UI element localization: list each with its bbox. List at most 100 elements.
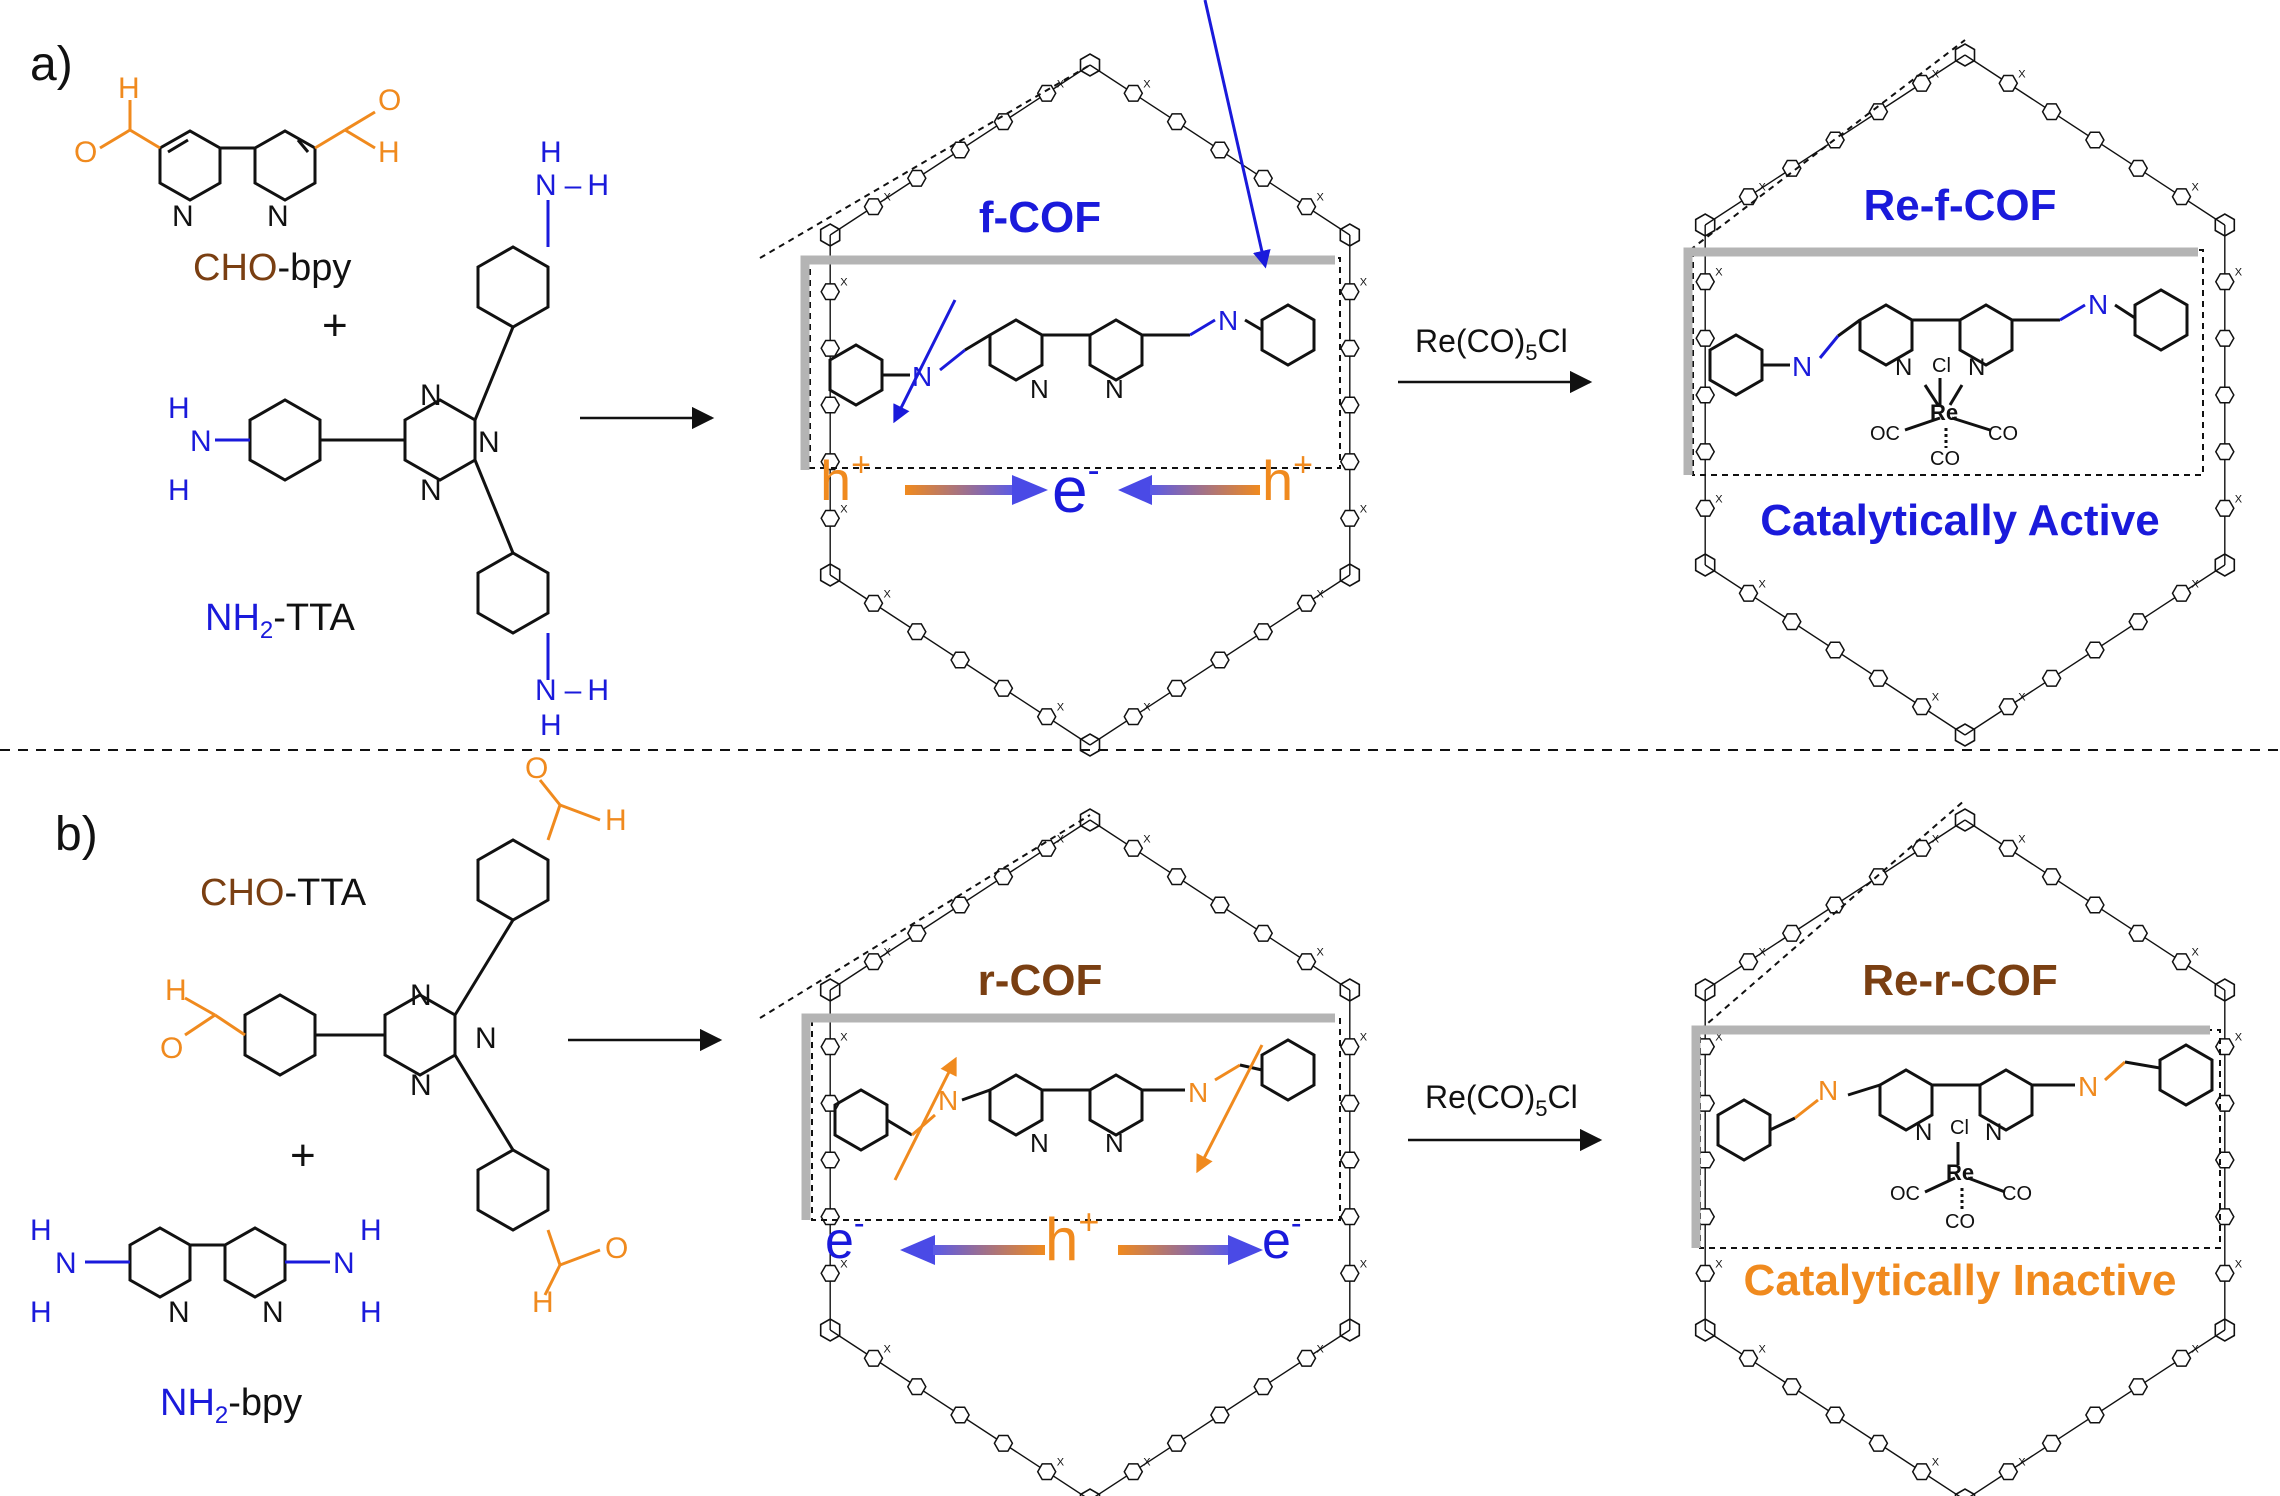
f-cof-hole-left: h+ (820, 446, 871, 512)
linkage-x-label: X (1932, 68, 1940, 80)
framework-ring (1825, 641, 1845, 659)
framework-ring (1123, 84, 1144, 102)
framework-ring (1339, 1094, 1360, 1112)
framework-ring (1123, 708, 1144, 726)
framework-ring (2085, 131, 2105, 149)
re-r-cof-imine-n-right: N (2078, 1071, 2098, 1102)
framework-ring (1296, 1349, 1317, 1367)
linkage-x-label: X (1143, 702, 1151, 714)
re-f-cof-imine-n-left: N (1792, 351, 1812, 382)
re-r-cof-linker (1716, 1043, 2214, 1210)
linkage-x-label: X (1057, 833, 1065, 845)
framework-ring (1253, 169, 1274, 187)
plus-sign-a: + (322, 301, 348, 350)
framework-ring (820, 1038, 841, 1056)
linkage-x-label: X (1759, 947, 1767, 959)
framework-ring (1695, 499, 1716, 517)
re-f-cof-linker (1708, 288, 2189, 448)
linkage-x-label: X (1057, 702, 1065, 714)
f-cof-dipole-left (893, 299, 957, 424)
cho-tta-n-2: N (475, 1022, 497, 1055)
linkage-x-label: X (1143, 78, 1151, 90)
f-cof-transfer-head-right (1118, 475, 1152, 505)
framework-ring (2128, 159, 2149, 177)
tta-n-2: N (478, 426, 500, 459)
re-f-cof-co-bottom: CO (1930, 448, 1960, 470)
linkage-x-label: X (2192, 1343, 2200, 1355)
framework-ring (993, 868, 1014, 886)
nh2-bpy-amine-left-h1: H (30, 1214, 52, 1247)
framework-ring (2171, 584, 2192, 602)
framework-ring (2128, 1378, 2149, 1396)
framework-ring (1253, 924, 1274, 942)
framework-ring (2085, 896, 2105, 914)
cho-tta-o-bottom: O (605, 1232, 628, 1265)
framework-ring (1911, 839, 1932, 857)
framework-ring (906, 623, 927, 641)
nh2-bpy-n-right: N (262, 1296, 284, 1329)
framework-ring (1781, 613, 1802, 631)
cho-tta-n-3: N (410, 1069, 432, 1102)
framework-ring (820, 339, 841, 357)
linkage-x-label: X (884, 588, 892, 600)
framework-ring (1339, 339, 1360, 357)
framework-ring (1998, 74, 2019, 92)
framework-ring (1998, 698, 2019, 716)
tta-amine-bottom: N–H (535, 674, 609, 707)
cho-tta-structure (184, 779, 601, 1296)
r-cof-pyr-n-left: N (1030, 1128, 1049, 1158)
cho-tta-h-left: H (165, 974, 187, 1007)
framework-ring (1781, 1378, 1802, 1396)
re-f-cof-title: Re-f-COF (1863, 181, 2056, 230)
framework-ring (993, 1434, 1014, 1452)
framework-ring (1166, 113, 1187, 131)
zoom-guide-a1 (759, 64, 1091, 259)
framework-ring (2214, 329, 2235, 347)
framework-ring (2041, 669, 2062, 687)
cho-tta-name: CHO-TTA (200, 872, 367, 914)
activity-label-a: Catalytically Active (1760, 496, 2159, 545)
framework-ring (820, 283, 841, 301)
triazine-node (2214, 1318, 2236, 1342)
framework-ring (1253, 623, 1274, 641)
triazine-node (1339, 563, 1361, 587)
framework-ring (1738, 953, 1759, 971)
linkage-x-label: X (1715, 493, 1723, 505)
cho-tta-o-left: O (160, 1032, 183, 1065)
linkage-x-label: X (2018, 833, 2026, 845)
framework-ring (993, 679, 1014, 697)
framework-ring (2085, 1406, 2105, 1424)
r-cof-dipole-right (1196, 1044, 1264, 1174)
r-cof-transfer-arrow-left (933, 1245, 1045, 1255)
cho-bpy-o-right: O (378, 84, 401, 117)
nh2-bpy-n-left: N (168, 1296, 190, 1329)
framework-ring (2214, 499, 2235, 517)
re-f-cof-imine-n-right: N (2088, 289, 2108, 320)
linkage-x-label: X (1057, 78, 1065, 90)
framework-ring (2171, 188, 2192, 206)
framework-ring (906, 924, 927, 942)
linkage-x-label: X (2235, 1032, 2243, 1044)
framework-ring (1339, 1208, 1360, 1226)
framework-ring (820, 1151, 841, 1169)
re-r-cof-cl: Cl (1950, 1117, 1969, 1139)
framework-ring (993, 113, 1014, 131)
framework-ring (1339, 1264, 1360, 1282)
framework-ring (2214, 1151, 2235, 1169)
f-cof-imine-n-right: N (1218, 305, 1238, 336)
nh2-bpy-amine-right-h1: H (360, 1214, 382, 1247)
r-cof-transfer-arrow-right (1118, 1245, 1230, 1255)
activity-label-b: Catalytically Inactive (1744, 1256, 2177, 1305)
triazine-node (1339, 1318, 1361, 1342)
framework-ring (950, 896, 970, 914)
nh2-tta-structure (215, 200, 550, 680)
framework-ring (2214, 1038, 2235, 1056)
framework-ring (950, 141, 970, 159)
r-cof-pyr-n-right: N (1105, 1128, 1124, 1158)
r-cof-hole: h+ (1045, 1201, 1099, 1273)
linkage-x-label: X (1932, 692, 1940, 704)
framework-ring (1210, 651, 1230, 669)
panel-b-label: b) (55, 808, 98, 861)
tta-amine-left-n: N (190, 425, 212, 458)
